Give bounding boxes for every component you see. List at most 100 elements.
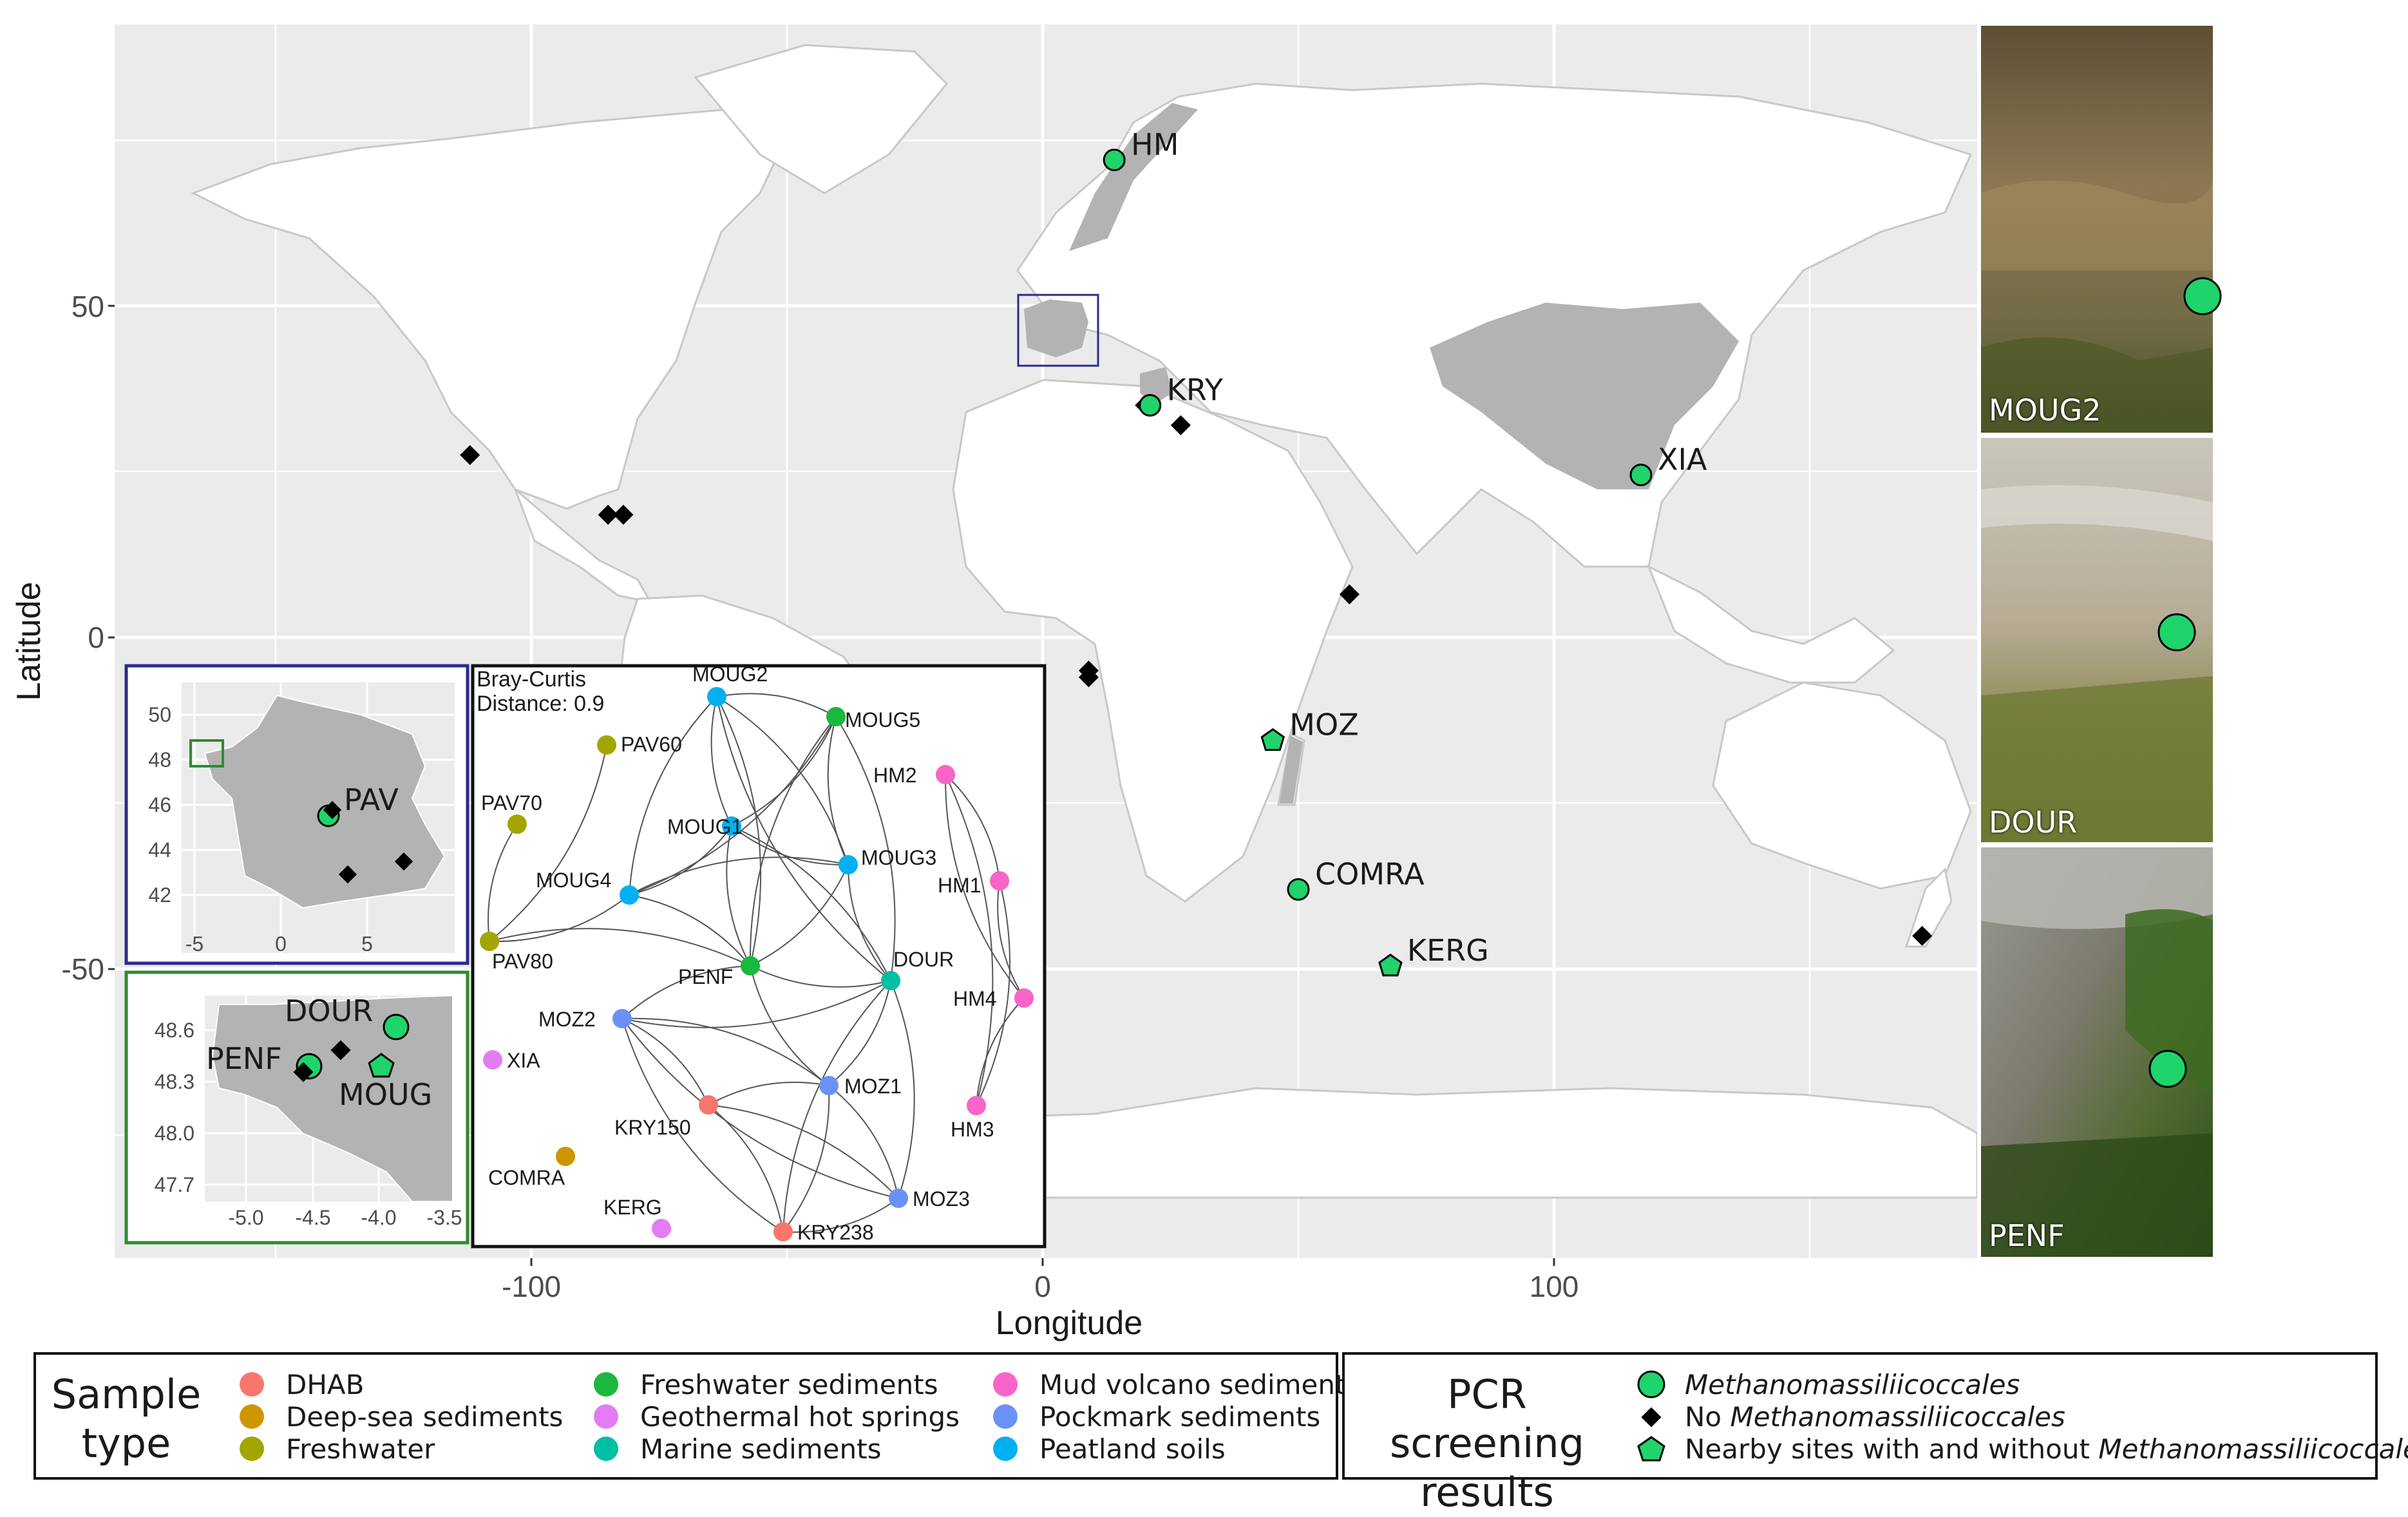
network-edge <box>621 1018 899 1199</box>
network-node-label: HM1 <box>938 874 981 897</box>
network-edge <box>828 980 891 1086</box>
network-edge <box>710 696 732 827</box>
legend-swatch <box>993 1404 1018 1429</box>
france-country <box>204 694 446 909</box>
network-edge <box>976 880 1010 1106</box>
network-node-label: KRY238 <box>797 1221 874 1244</box>
negative-site-marker <box>1912 925 1933 947</box>
legend-item-dhab: DHAB <box>240 1368 364 1401</box>
br-x-tick-4: -3.5 <box>426 1206 462 1229</box>
country-madagascar <box>1280 735 1303 804</box>
legend-item-freshwater-sediments: Freshwater sediments <box>594 1368 938 1401</box>
network-edge <box>708 1104 784 1232</box>
network-node <box>556 1147 575 1166</box>
network-node <box>707 687 726 706</box>
network-node <box>990 871 1009 890</box>
network-node-label: KERG <box>603 1196 662 1219</box>
brittany-inset: DOUR PENF MOUG 48.6 48.3 48.0 47.7 -5.0 … <box>124 970 469 1245</box>
network-node <box>597 735 616 755</box>
br-negative-marker-2 <box>293 1062 314 1082</box>
moug-marker <box>368 1053 395 1078</box>
network-edges <box>488 693 1025 1233</box>
sample-type-legend: Sample type DHAB Deep-sea sediments Fres… <box>33 1352 1360 1480</box>
network-node <box>967 1096 986 1115</box>
network-node <box>889 1189 908 1208</box>
network-node <box>612 1009 632 1028</box>
land-southeast-asia <box>1647 564 1895 684</box>
fr-negative-marker-3 <box>394 852 413 871</box>
network-edge <box>726 825 751 966</box>
highlighted-countries <box>1024 103 1739 804</box>
pcr-legend-positive: Methanomassiliicoccales <box>1685 1368 2020 1400</box>
network-edge <box>976 997 1025 1106</box>
france-inset-locator <box>1017 294 1099 367</box>
land-north-america <box>191 108 794 510</box>
legend-swatch <box>240 1372 264 1397</box>
network-nodes: MOUG2MOUG5PAV60PAV70MOUG1MOUG3MOUG4PAV80… <box>480 663 1034 1244</box>
fr-y-tick-44: 44 <box>148 838 171 862</box>
legend-item-geothermal: Geothermal hot springs <box>594 1400 960 1433</box>
penf-site-marker <box>2148 1050 2187 1088</box>
network-edge <box>828 1085 899 1199</box>
positive-site-marker <box>1287 878 1310 901</box>
y-tick-minus50: -50 <box>62 952 104 986</box>
legend-negative-symbol <box>1641 1407 1662 1427</box>
x-tick-100: 100 <box>1530 1270 1579 1303</box>
br-y-tick-1: 48.6 <box>155 1019 194 1042</box>
country-china <box>1430 303 1739 489</box>
network-node-label: MOUG5 <box>845 708 920 731</box>
br-y-tick-3: 48.0 <box>155 1122 194 1145</box>
network-edge <box>621 980 891 1028</box>
network-edge <box>827 716 849 865</box>
network-edge <box>890 980 915 1199</box>
network-edge <box>629 894 751 966</box>
dour-label: DOUR <box>285 994 373 1028</box>
legend-swatch <box>594 1372 618 1397</box>
network-node <box>826 707 846 726</box>
land-greenland <box>694 44 949 194</box>
pav-negative-marker <box>323 800 342 820</box>
br-x-tick-1: -5.0 <box>228 1206 263 1229</box>
network-edge <box>945 774 1000 881</box>
penf-label: PENF <box>206 1041 282 1076</box>
fr-x-tick-a: -5 <box>185 932 204 956</box>
network-edge <box>749 716 837 966</box>
network-edge <box>944 774 1025 999</box>
site-label: KERG <box>1407 933 1489 968</box>
network-edge <box>621 1018 709 1106</box>
br-y-tick-4: 47.7 <box>155 1173 194 1196</box>
network-node-label: MOZ3 <box>913 1187 970 1211</box>
photo-moug2 <box>1981 26 2222 433</box>
network-edge <box>629 856 849 896</box>
pcr-legend-title: PCR screening results <box>1390 1371 1584 1516</box>
positive-site-marker <box>1103 148 1126 171</box>
network-node-label: MOUG3 <box>861 846 936 869</box>
network-edge <box>488 824 518 942</box>
dour-marker <box>383 1013 410 1041</box>
legend-swatch <box>594 1437 618 1461</box>
site-label: HM <box>1131 127 1179 162</box>
legend-item-freshwater: Freshwater <box>240 1432 435 1465</box>
positive-site-marker <box>1139 394 1162 417</box>
br-y-tick-2: 48.3 <box>155 1070 194 1093</box>
sample-type-legend-title: Sample type <box>51 1371 202 1467</box>
brittany-locator <box>189 739 224 768</box>
photo-penf <box>1981 847 2213 1257</box>
network-node <box>936 765 955 784</box>
pcr-legend: PCR screening results Methanomassiliicoc… <box>1342 1352 2408 1516</box>
network-node <box>699 1095 718 1115</box>
negative-site-marker <box>1339 584 1360 605</box>
network-title-line1: Bray-Curtis <box>477 667 586 692</box>
fr-y-tick-50: 50 <box>148 703 171 726</box>
network-edge <box>716 693 837 717</box>
network-node-label: MOUG1 <box>667 815 743 838</box>
network-node <box>620 885 639 905</box>
legend-swatch <box>594 1404 618 1429</box>
x-tick-minus100: -100 <box>502 1270 561 1303</box>
fr-negative-marker-2 <box>338 865 357 884</box>
network-node <box>480 932 499 951</box>
network-edge <box>629 825 732 896</box>
dour-site-marker <box>2157 613 2196 652</box>
france-inset: PAV 50 48 46 44 42 -5 -5 0 5 <box>124 664 469 965</box>
